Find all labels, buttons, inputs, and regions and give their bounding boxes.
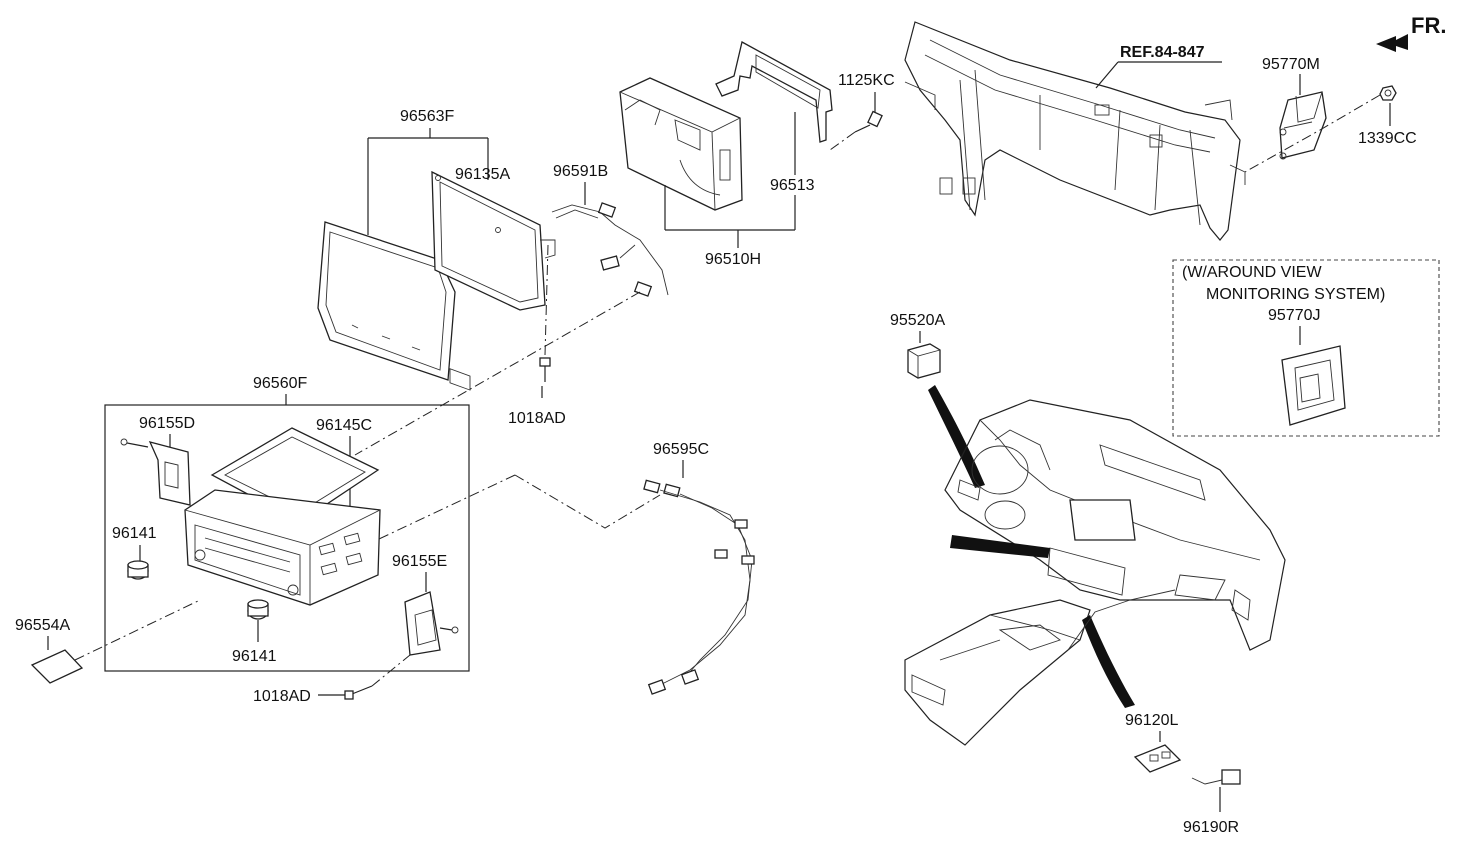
label-96591B: 96591B: [553, 163, 608, 180]
label-95770M: 95770M: [1262, 56, 1320, 73]
label-1018AD-bottom: 1018AD: [253, 688, 311, 705]
arrow-left-icon: [1376, 34, 1408, 52]
cable-96591B: 96591B: [551, 163, 669, 297]
bracket-96513: 96513: [715, 41, 833, 194]
unit-96510H: 96510H: [619, 77, 796, 268]
display-96563F: 96563F: [317, 108, 489, 381]
label-95520A: 95520A: [890, 312, 945, 329]
dashboard-interior: [904, 399, 1286, 746]
label-95770J: 95770J: [1268, 307, 1321, 324]
front-label: FR.: [1411, 13, 1446, 38]
label-96563F: 96563F: [400, 108, 454, 125]
pad-96554A: 96554A: [15, 599, 201, 684]
cable-96190R: 96190R: [1183, 769, 1241, 836]
label-96554A: 96554A: [15, 617, 70, 634]
label-96155D: 96155D: [139, 415, 195, 432]
label-96595C: 96595C: [653, 441, 709, 458]
label-96120L: 96120L: [1125, 712, 1178, 729]
option-note-line1: (W/AROUND VIEW: [1182, 264, 1322, 281]
bolt-1125KC: 1125KC: [838, 72, 895, 133]
label-96560F: 96560F: [253, 375, 307, 392]
module-95770M: 95770M: [1262, 56, 1327, 160]
label-1125KC: 1125KC: [838, 72, 895, 89]
jack-96120L: 96120L: [1125, 712, 1182, 773]
label-96141-a: 96141: [112, 525, 157, 542]
bracket-96135A: 96135A: [431, 166, 556, 391]
label-1018AD-top: 1018AD: [508, 410, 566, 427]
label-96510H: 96510H: [705, 251, 761, 268]
label-96190R: 96190R: [1183, 819, 1239, 836]
label-96135A: 96135A: [455, 166, 510, 183]
label-96145C: 96145C: [316, 417, 372, 434]
front-direction-indicator: FR.: [1376, 13, 1446, 52]
switch-95520A: 95520A: [890, 312, 985, 488]
label-96155E: 96155E: [392, 553, 447, 570]
label-96513: 96513: [770, 177, 815, 194]
nut-1339CC: 1339CC: [1358, 85, 1417, 147]
reference-label: REF.84-847: [1120, 44, 1205, 61]
screw-1018AD-top: 1018AD: [508, 244, 566, 427]
option-note-line2: MONITORING SYSTEM): [1206, 286, 1385, 303]
label-96141-b: 96141: [232, 648, 277, 665]
screw-1018AD-bottom: 1018AD: [253, 654, 411, 705]
head-unit-group-96560F: 96560F 96155D 96145C 96141: [104, 375, 470, 672]
reference-callout: REF.84-847: [1095, 44, 1222, 89]
option-box-95770J: (W/AROUND VIEW MONITORING SYSTEM) 95770J: [1172, 259, 1440, 437]
label-1339CC: 1339CC: [1358, 130, 1417, 147]
crossmember-frame: [904, 21, 1246, 241]
harness-96595C: 96595C: [643, 441, 755, 695]
